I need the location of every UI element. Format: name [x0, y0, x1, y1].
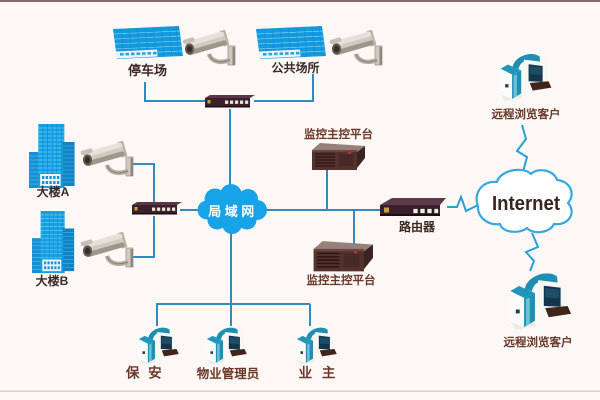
svg-text:监控主控平台: 监控主控平台	[307, 273, 376, 287]
svg-text:大楼B: 大楼B	[36, 273, 69, 288]
svg-text:Internet: Internet	[492, 193, 560, 215]
svg-text:公共场所: 公共场所	[271, 60, 319, 75]
svg-text:保 安: 保 安	[125, 365, 164, 381]
svg-text:远程浏览客户: 远程浏览客户	[492, 107, 561, 121]
svg-text:大楼A: 大楼A	[37, 184, 70, 199]
svg-text:远程浏览客户: 远程浏览客户	[504, 335, 573, 349]
svg-text:业 主: 业 主	[299, 365, 339, 381]
svg-text:路由器: 路由器	[399, 219, 436, 234]
svg-text:停车场: 停车场	[128, 63, 167, 78]
svg-text:局域网: 局域网	[208, 204, 258, 219]
svg-text:物业管理员: 物业管理员	[197, 366, 260, 381]
svg-text:监控主控平台: 监控主控平台	[304, 127, 373, 141]
